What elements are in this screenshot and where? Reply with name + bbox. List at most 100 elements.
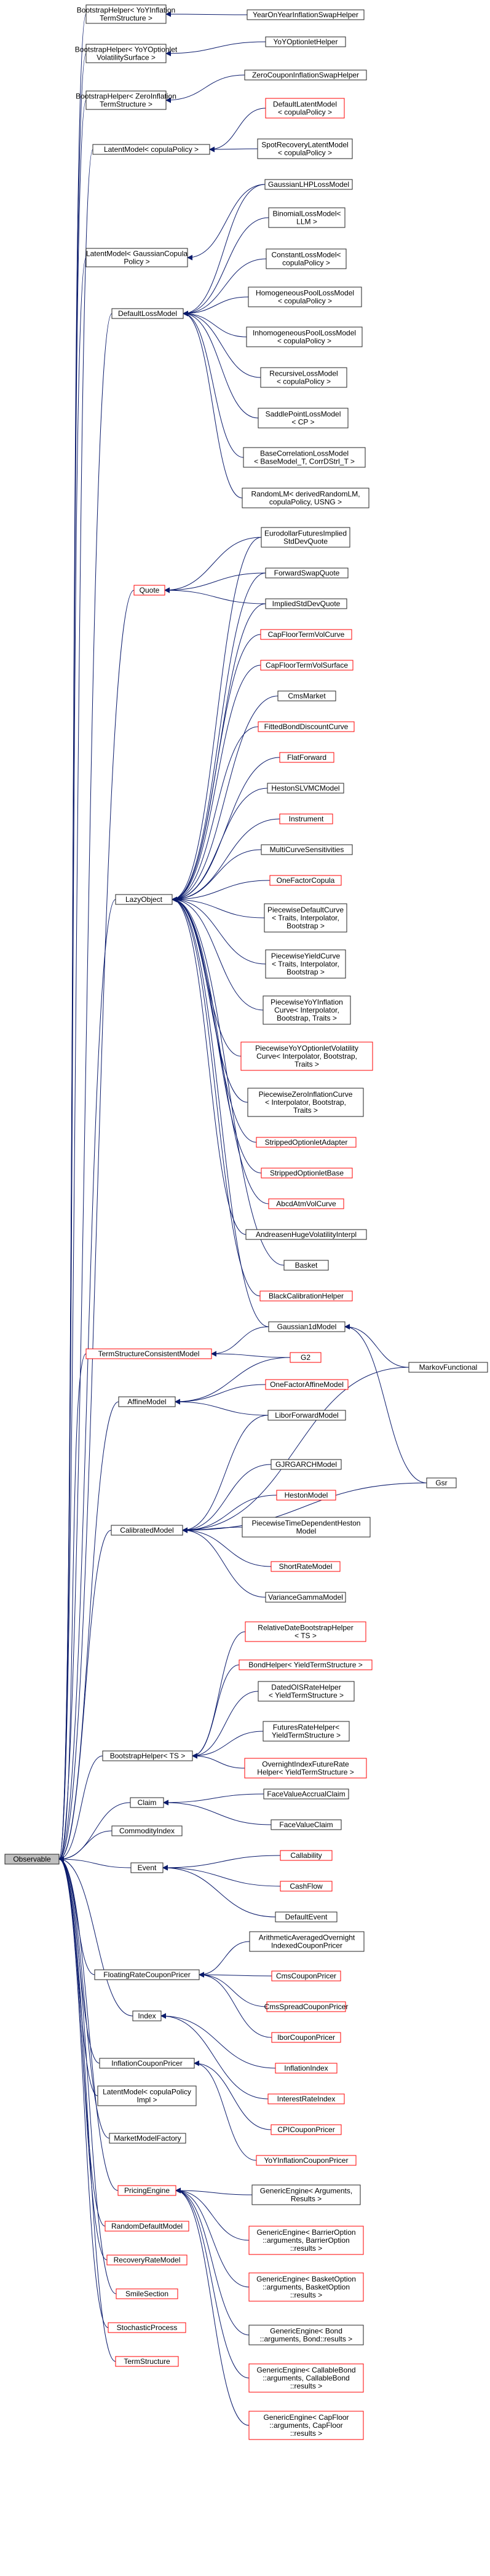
class-node-forward-swap-quote[interactable]: ForwardSwapQuote <box>265 567 349 579</box>
class-node-ibor-coupon-pricer[interactable]: IborCouponPricer <box>271 2032 341 2043</box>
class-node-binomial-loss[interactable]: BinomialLossModel<LLM > <box>268 207 346 228</box>
class-node-quote[interactable]: Quote <box>133 585 165 596</box>
class-node-constant-loss[interactable]: ConstantLossModel<copulaPolicy > <box>266 248 347 269</box>
class-node-calibrated-model[interactable]: CalibratedModel <box>111 1525 183 1536</box>
class-node-default-latent-model[interactable]: DefaultLatentModel< copulaPolicy > <box>265 98 345 119</box>
class-node-inflation-coupon-pricer[interactable]: InflationCouponPricer <box>99 2058 195 2069</box>
class-node-black-calibration[interactable]: BlackCalibrationHelper <box>259 1290 353 1302</box>
class-node-futures-rate[interactable]: FuturesRateHelper<YieldTermStructure > <box>263 1721 350 1742</box>
class-node-callability[interactable]: Callability <box>280 1850 333 1861</box>
class-node-market-model-factory[interactable]: MarketModelFactory <box>109 2133 186 2144</box>
class-node-cms-market[interactable]: CmsMarket <box>277 690 336 701</box>
class-node-gaussian-lhp[interactable]: GaussianLHPLossModel <box>264 179 353 190</box>
class-node-term-structure-consistent[interactable]: TermStructureConsistentModel <box>85 1348 212 1359</box>
class-node-bootstrap-yoy-vol[interactable]: BootstrapHelper< YoYOptionletVolatilityS… <box>75 44 178 63</box>
class-node-relative-date-bootstrap[interactable]: RelativeDateBootstrapHelper< TS > <box>245 1621 366 1642</box>
class-node-floating-rate-pricer[interactable]: FloatingRateCouponPricer <box>94 1969 200 1980</box>
class-node-pricing-engine[interactable]: PricingEngine <box>117 2185 176 2196</box>
class-node-g2[interactable]: G2 <box>290 1352 322 1363</box>
class-node-andreasen-huge[interactable]: AndreasenHugeVolatilityInterpl <box>245 1229 367 1240</box>
class-node-random-default[interactable]: RandomDefaultModel <box>105 2221 189 2232</box>
class-node-short-rate-model[interactable]: ShortRateModel <box>271 1561 341 1572</box>
class-node-commodity-index[interactable]: CommodityIndex <box>111 1825 183 1836</box>
class-node-bond-helper[interactable]: BondHelper< YieldTermStructure > <box>239 1659 373 1670</box>
class-node-instrument[interactable]: Instrument <box>279 813 333 824</box>
class-node-ge-cap-floor[interactable]: GenericEngine< CapFloor::arguments, CapF… <box>248 2411 364 2440</box>
class-node-ge-basket[interactable]: GenericEngine< BasketOption::arguments, … <box>248 2272 364 2302</box>
class-node-pw-zero-infl-curve[interactable]: PiecewiseZeroInflationCurve< Interpolato… <box>247 1088 364 1117</box>
class-node-one-factor-affine[interactable]: OneFactorAffineModel <box>265 1379 349 1390</box>
class-node-yoy-infl-swap-helper[interactable]: YearOnYearInflationSwapHelper <box>247 9 365 20</box>
class-node-inhomogeneous-pool[interactable]: InhomogeneousPoolLossModel< copulaPolicy… <box>246 326 363 347</box>
class-node-face-value-accrual[interactable]: FaceValueAccrualClaim <box>263 1788 349 1800</box>
class-node-bootstrap-zero-infl[interactable]: BootstrapHelper< ZeroInflationTermStruct… <box>76 90 176 110</box>
class-node-ge-callable-bond[interactable]: GenericEngine< CallableBond::arguments, … <box>248 2363 364 2393</box>
class-node-cpi-coupon-pricer[interactable]: CPICouponPricer <box>271 2124 342 2135</box>
class-node-fitted-bond[interactable]: FittedBondDiscountCurve <box>258 721 355 732</box>
class-node-saddle-point[interactable]: SaddlePointLossModel< CP > <box>258 408 349 429</box>
class-node-dated-ois-rate[interactable]: DatedOISRateHelper< YieldTermStructure > <box>258 1681 355 1702</box>
class-node-latent-copula[interactable]: LatentModel< copulaPolicy > <box>92 144 210 155</box>
class-node-event[interactable]: Event <box>130 1862 164 1873</box>
class-node-arithmetic-avg-overnight[interactable]: ArithmeticAveragedOvernightIndexedCoupon… <box>249 1931 365 1952</box>
class-node-lazy-object[interactable]: LazyObject <box>115 894 173 905</box>
class-node-heston-model[interactable]: HestonModel <box>276 1490 336 1501</box>
class-node-libor-forward[interactable]: LiborForwardModel <box>267 1410 346 1421</box>
class-node-ge-barrier[interactable]: GenericEngine< BarrierOption::arguments,… <box>248 2226 364 2255</box>
class-node-spot-recovery-latent-model[interactable]: SpotRecoveryLatentModel< copulaPolicy > <box>257 138 353 159</box>
class-node-bootstrap-yoy-infl[interactable]: BootstrapHelper< YoYInflationTermStructu… <box>77 4 175 24</box>
class-node-stripped-optionlet-base[interactable]: StrippedOptionletBase <box>261 1167 353 1179</box>
class-node-interest-rate-index[interactable]: InterestRateIndex <box>267 2093 345 2104</box>
class-node-implied-std-dev[interactable]: ImpliedStdDevQuote <box>265 598 347 609</box>
class-node-cms-coupon-pricer[interactable]: CmsCouponPricer <box>271 1970 341 1981</box>
class-node-base-correlation[interactable]: BaseCorrelationLossModel< BaseModel_T, C… <box>243 447 366 468</box>
class-node-cap-floor-term-vol-curve[interactable]: CapFloorTermVolCurve <box>260 629 352 640</box>
class-node-yoy-optionlet-helper[interactable]: YoYOptionletHelper <box>265 36 346 47</box>
class-node-index[interactable]: Index <box>132 2010 162 2021</box>
class-node-ge-bond[interactable]: GenericEngine< Bond::arguments, Bond::re… <box>248 2325 364 2345</box>
class-node-cms-spread-pricer[interactable]: CmsSpreadCouponPricer <box>264 2001 349 2012</box>
class-node-ge-arguments[interactable]: GenericEngine< Arguments,Results > <box>251 2184 361 2205</box>
class-node-zero-coupon-infl-swap-helper[interactable]: ZeroCouponInflationSwapHelper <box>244 69 367 81</box>
class-node-gjrgarch[interactable]: GJRGARCHModel <box>271 1459 342 1470</box>
class-node-recovery-rate[interactable]: RecoveryRateModel <box>106 2254 188 2266</box>
class-node-heston-slvmc[interactable]: HestonSLVMCModel <box>267 783 344 794</box>
class-node-inflation-index[interactable]: InflationIndex <box>275 2063 338 2074</box>
class-node-default-loss-model[interactable]: DefaultLossModel <box>111 308 184 319</box>
class-node-flat-forward[interactable]: FlatForward <box>279 752 334 763</box>
class-node-random-llm[interactable]: RandomLM< derivedRandomLM,copulaPolicy, … <box>242 488 369 508</box>
class-node-bootstrap-ts[interactable]: BootstrapHelper< TS > <box>102 1750 193 1761</box>
class-node-box <box>240 1041 373 1071</box>
class-node-affine-model[interactable]: AffineModel <box>118 1396 176 1407</box>
class-node-gsr[interactable]: Gsr <box>426 1477 457 1488</box>
class-node-cap-floor-term-vol-surface[interactable]: CapFloorTermVolSurface <box>260 660 354 671</box>
class-node-variance-gamma[interactable]: VarianceGammaModel <box>265 1592 346 1603</box>
class-node-markov-functional[interactable]: MarkovFunctional <box>408 1362 488 1373</box>
class-node-homogeneous-pool[interactable]: HomogeneousPoolLossModel< copulaPolicy > <box>248 286 362 307</box>
class-node-pw-yield-curve[interactable]: PiecewiseYieldCurve< Traits, Interpolato… <box>265 949 346 979</box>
class-node-stochastic-process[interactable]: StochasticProcess <box>108 2322 186 2333</box>
class-node-box <box>260 629 352 640</box>
class-node-recursive-loss[interactable]: RecursiveLossModel< copulaPolicy > <box>260 367 347 388</box>
class-node-yoy-infl-coupon-pricer[interactable]: YoYInflationCouponPricer <box>256 2155 357 2166</box>
class-node-gaussian1d[interactable]: Gaussian1dModel <box>268 1321 346 1332</box>
class-node-pw-default-curve[interactable]: PiecewiseDefaultCurve< Traits, Interpola… <box>264 903 347 933</box>
class-node-abcd-atm-vol[interactable]: AbcdAtmVolCurve <box>268 1198 344 1209</box>
class-node-default-event[interactable]: DefaultEvent <box>275 1911 338 1922</box>
class-node-cashflow[interactable]: CashFlow <box>280 1881 333 1892</box>
class-node-multicurve-sens[interactable]: MultiCurveSensitivities <box>261 844 353 855</box>
class-node-term-structure[interactable]: TermStructure <box>115 2356 179 2367</box>
class-node-claim[interactable]: Claim <box>130 1797 164 1808</box>
class-node-face-value-claim[interactable]: FaceValueClaim <box>271 1819 342 1830</box>
class-node-one-factor-copula[interactable]: OneFactorCopula <box>269 875 342 886</box>
class-node-stripped-optionlet-adapter[interactable]: StrippedOptionletAdapter <box>256 1137 357 1148</box>
class-node-smile-section[interactable]: SmileSection <box>116 2288 178 2299</box>
class-node-basket[interactable]: Basket <box>283 1260 329 1271</box>
